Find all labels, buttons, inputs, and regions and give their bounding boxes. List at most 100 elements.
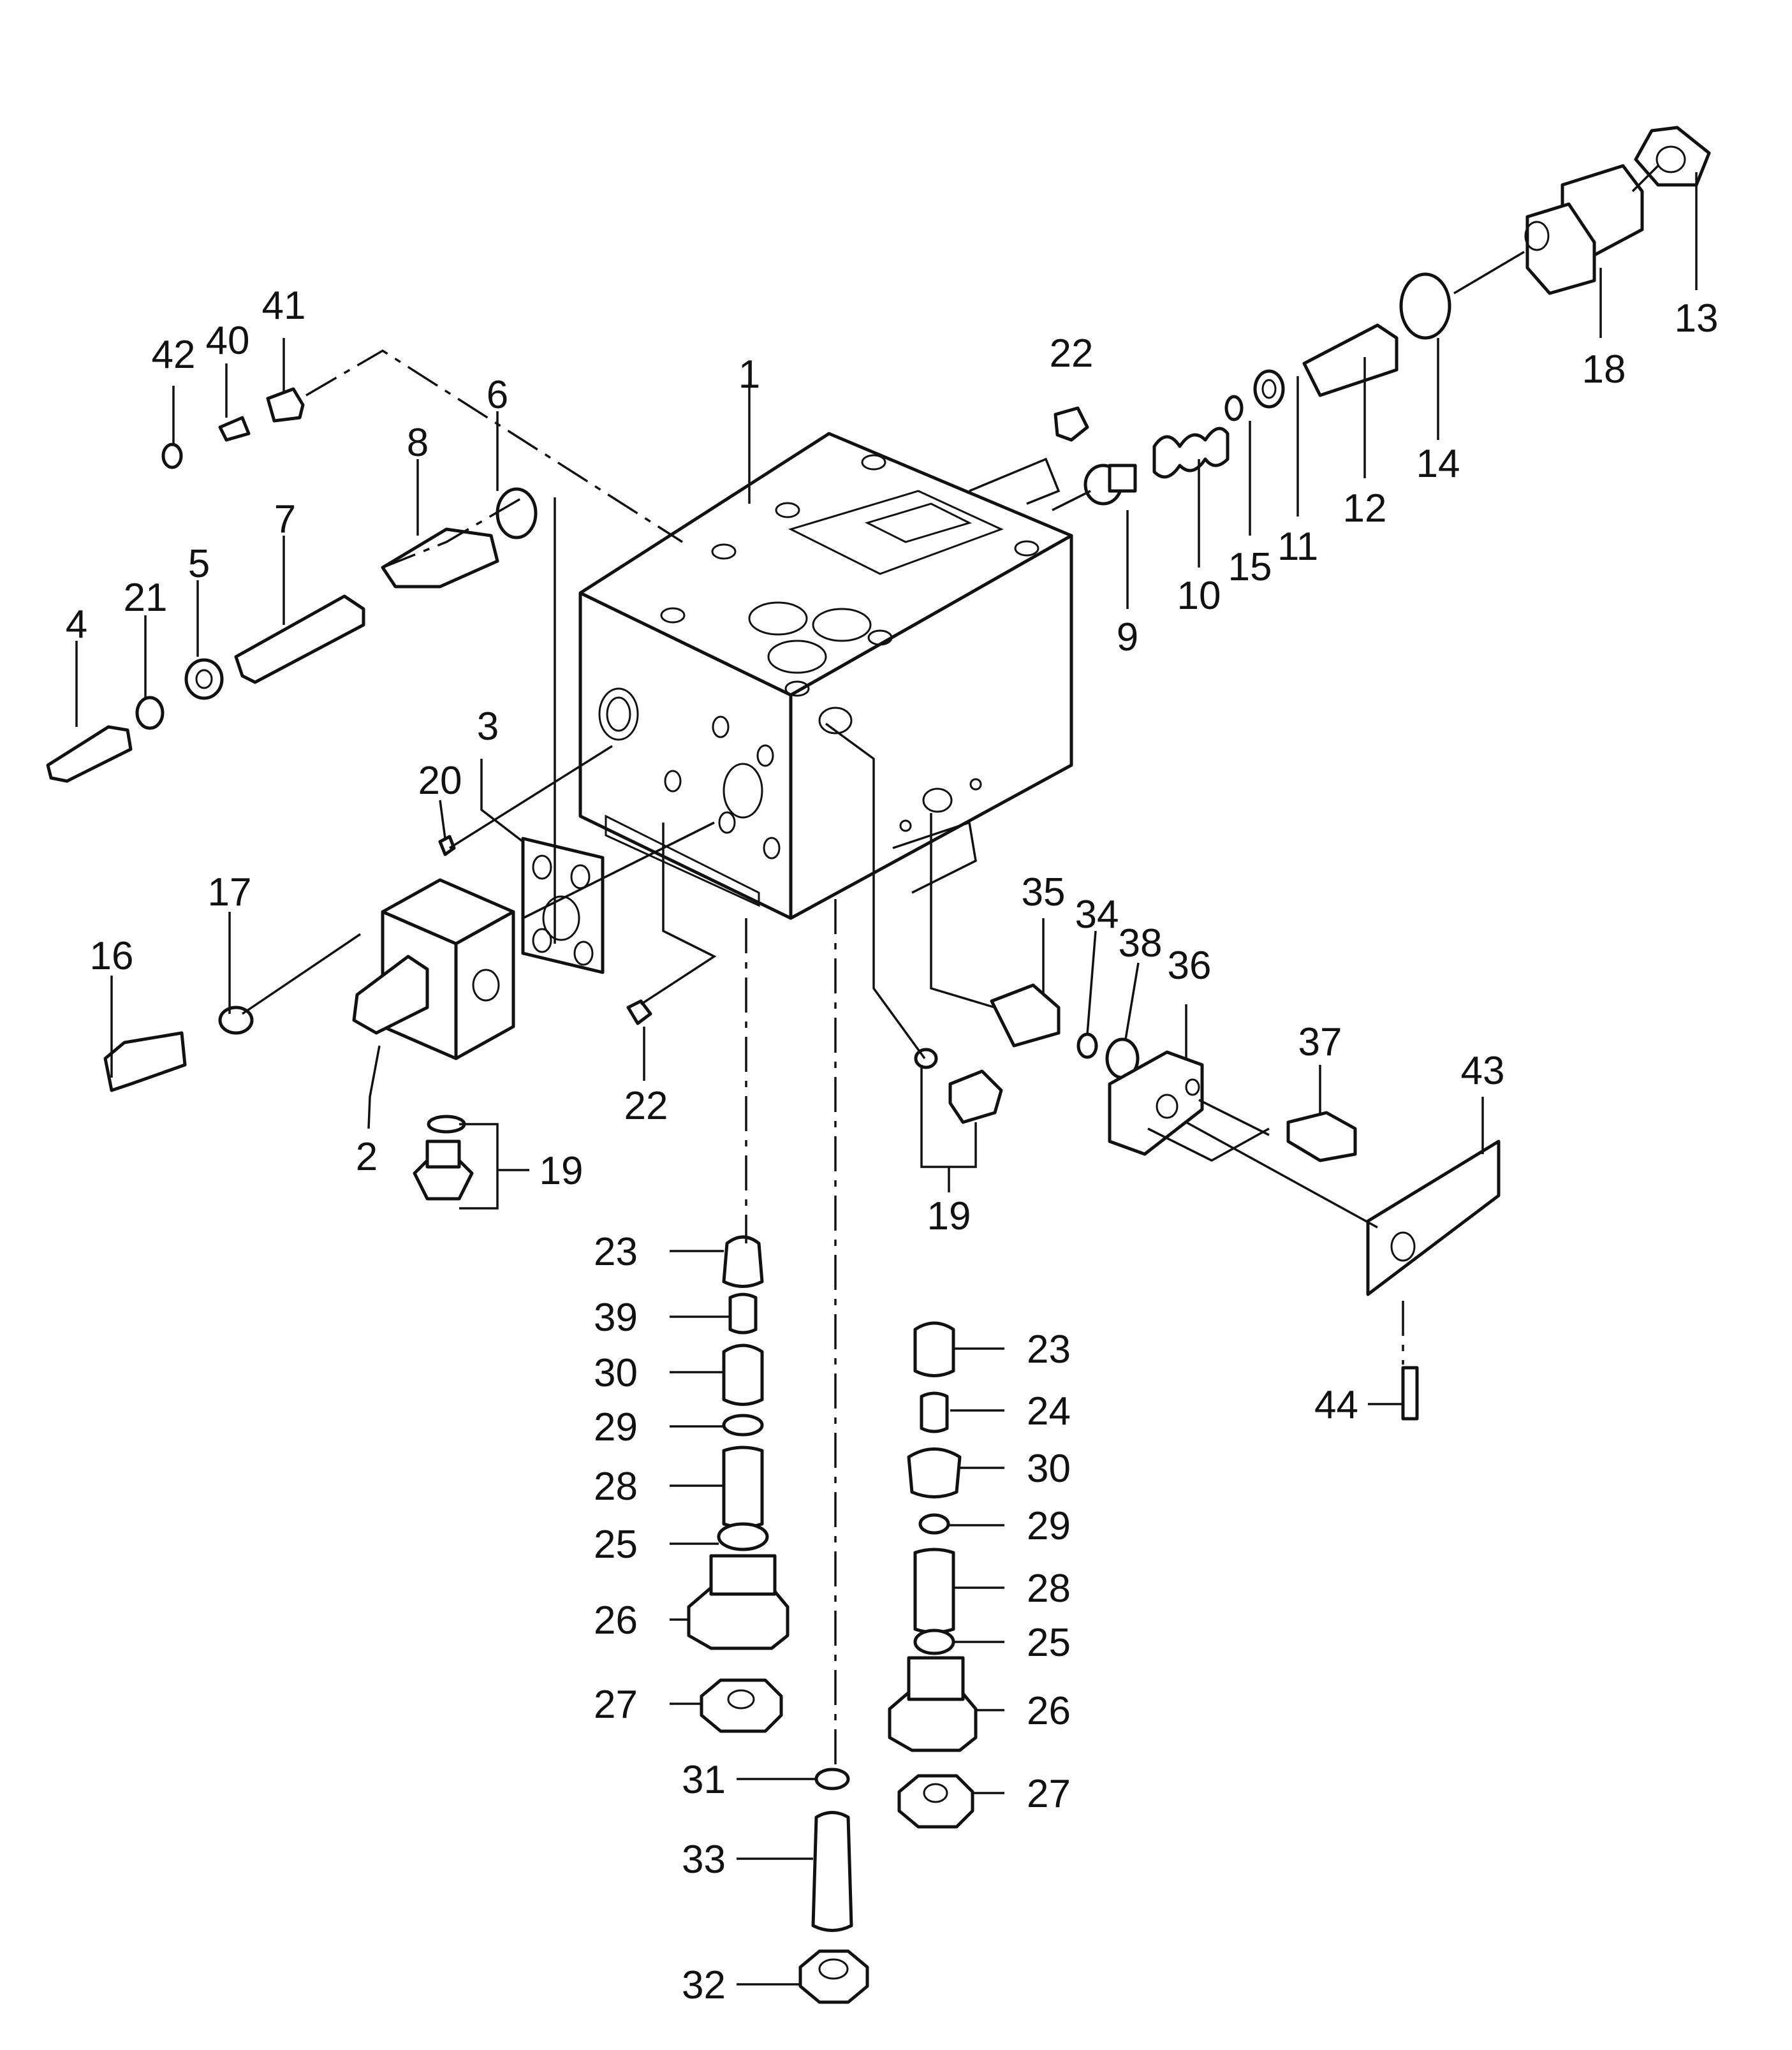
plug-22-left bbox=[626, 999, 652, 1025]
callout-13: 13 bbox=[1675, 297, 1719, 340]
right-port-2 bbox=[922, 787, 953, 813]
leader-2 bbox=[367, 1045, 381, 1129]
callout-27b: 27 bbox=[1027, 1772, 1071, 1816]
callout-35: 35 bbox=[1022, 870, 1066, 914]
leader-20 bbox=[439, 800, 446, 839]
washer-14 bbox=[1399, 272, 1451, 340]
callout-30a: 30 bbox=[594, 1351, 638, 1395]
poppet-12 bbox=[1302, 323, 1399, 397]
bracket-43 bbox=[1366, 1139, 1501, 1296]
callout-3: 3 bbox=[477, 705, 499, 749]
plug-19b bbox=[948, 1069, 1003, 1124]
cap-4 bbox=[46, 725, 133, 783]
callout-34: 34 bbox=[1075, 893, 1119, 937]
valve-block bbox=[578, 432, 1073, 920]
valve-35 bbox=[990, 983, 1061, 1048]
callout-12: 12 bbox=[1343, 487, 1387, 531]
relief-valve-assembly bbox=[1054, 126, 1711, 506]
callout-23a: 23 bbox=[594, 1230, 638, 1274]
centerlines bbox=[305, 349, 1404, 1766]
plug-20 bbox=[438, 835, 456, 856]
pin-44 bbox=[1401, 1366, 1419, 1421]
callout-6: 6 bbox=[487, 373, 508, 417]
callout-30b: 30 bbox=[1027, 1447, 1071, 1491]
callout-5: 5 bbox=[188, 542, 210, 586]
bolt-16 bbox=[103, 1031, 187, 1092]
leader-38 bbox=[1124, 962, 1140, 1040]
spool-7 bbox=[234, 594, 365, 684]
right-hole-1 bbox=[899, 819, 912, 832]
callout-40: 40 bbox=[206, 319, 250, 363]
callout-42: 42 bbox=[152, 333, 196, 377]
line-22-block bbox=[969, 457, 1061, 505]
spring-10 bbox=[1152, 427, 1230, 479]
line-17-cover bbox=[242, 933, 361, 1015]
line-36-43 bbox=[1186, 1121, 1378, 1229]
callout-4: 4 bbox=[66, 603, 87, 647]
callout-16: 16 bbox=[90, 934, 134, 978]
lower-left-stack bbox=[687, 1235, 790, 1733]
plug-26a-thread bbox=[709, 1554, 777, 1596]
spring-39 bbox=[728, 1292, 758, 1335]
washer-25a bbox=[717, 1522, 769, 1551]
callout-43: 43 bbox=[1461, 1049, 1505, 1093]
callout-27a: 27 bbox=[594, 1683, 638, 1727]
callout-19a: 19 bbox=[540, 1149, 584, 1193]
line-36-bracket bbox=[1147, 1127, 1270, 1162]
snap-ring-21 bbox=[135, 696, 165, 730]
leader-19a-bracket bbox=[459, 1123, 499, 1210]
plug-19a-thread bbox=[425, 1139, 461, 1169]
callout-26a: 26 bbox=[594, 1599, 638, 1643]
nut-27a-hole bbox=[727, 1689, 755, 1710]
side-port-mid bbox=[723, 763, 763, 819]
top-hole-1 bbox=[861, 454, 886, 471]
gasket-3 bbox=[521, 837, 605, 974]
callout-leaders bbox=[75, 172, 1698, 1986]
washer-5 bbox=[184, 658, 224, 700]
line-19b-block bbox=[825, 722, 926, 1060]
callout-37: 37 bbox=[1298, 1020, 1342, 1064]
callout-24: 24 bbox=[1027, 1389, 1071, 1433]
callout-32: 32 bbox=[682, 1963, 726, 2007]
callout-1: 1 bbox=[738, 353, 760, 397]
side-port-large-inner bbox=[606, 696, 631, 732]
plunger-9-stem bbox=[1108, 464, 1137, 493]
callout-28b: 28 bbox=[1027, 1567, 1071, 1611]
top-hole-5 bbox=[1014, 540, 1039, 557]
o-ring-31 bbox=[814, 1768, 850, 1790]
line-18-13 bbox=[1631, 165, 1659, 193]
callout-29b: 29 bbox=[1027, 1504, 1071, 1548]
nut-27a bbox=[700, 1678, 783, 1733]
washer-25b bbox=[913, 1629, 955, 1655]
spring-40 bbox=[218, 416, 251, 442]
spool-assembly bbox=[46, 387, 538, 783]
callout-29a: 29 bbox=[594, 1405, 638, 1449]
left-side-parts bbox=[103, 835, 1003, 1201]
plug-26b-thread bbox=[907, 1656, 965, 1701]
ring-34 bbox=[1076, 1032, 1098, 1059]
callout-21: 21 bbox=[124, 576, 168, 620]
center-stud bbox=[798, 1768, 869, 2004]
top-hole-4 bbox=[660, 607, 686, 624]
cap-nut-13-hole bbox=[1656, 145, 1686, 173]
callout-labels: 1 2 3 4 5 6 7 8 9 10 11 12 13 14 15 16 1… bbox=[66, 284, 1719, 2007]
bolt-37 bbox=[1286, 1111, 1357, 1162]
callout-8: 8 bbox=[407, 421, 429, 465]
plate-36-hole-2 bbox=[1185, 1078, 1200, 1096]
valve-block-right-face bbox=[789, 534, 1073, 920]
callout-14: 14 bbox=[1416, 442, 1460, 486]
callout-28a: 28 bbox=[594, 1465, 638, 1509]
side-hole-2 bbox=[712, 715, 730, 738]
centerline-spool bbox=[382, 496, 524, 569]
callout-41: 41 bbox=[262, 284, 306, 328]
top-port-2 bbox=[812, 608, 872, 642]
gasket-3-hole-3 bbox=[542, 895, 580, 941]
gasket-3-hole-4 bbox=[532, 928, 552, 953]
top-hole-3 bbox=[711, 543, 737, 560]
callout-22b: 22 bbox=[624, 1084, 668, 1128]
right-port-1 bbox=[818, 707, 853, 735]
seat-11-hole bbox=[1261, 379, 1277, 399]
callout-18: 18 bbox=[1582, 348, 1626, 392]
pin-41 bbox=[266, 387, 305, 423]
gasket-3-hole-2 bbox=[570, 864, 591, 890]
